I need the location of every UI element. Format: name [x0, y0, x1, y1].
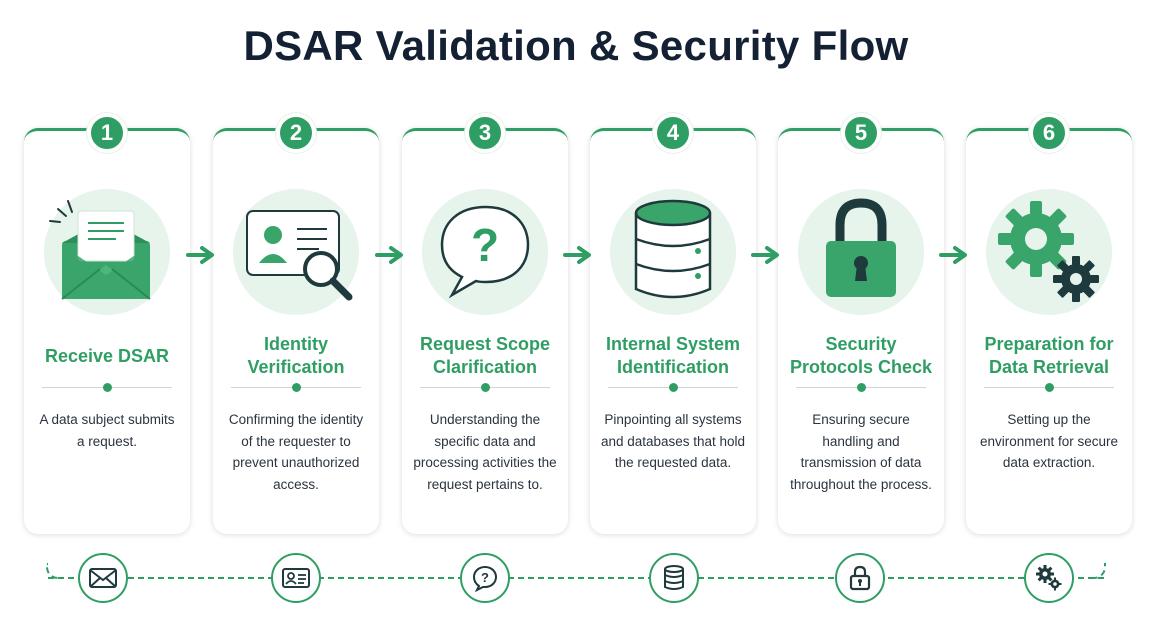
svg-text:?: ? — [471, 219, 499, 271]
step-number-badge: 4 — [653, 113, 693, 153]
step-card-3: 3 ? Request Scope Clarification Understa… — [402, 113, 568, 534]
separator-dot — [292, 383, 301, 392]
step-card-5: 5 Security Protocols Check Ensuring secu… — [778, 113, 944, 534]
database-icon — [610, 189, 736, 315]
step-description: Setting up the environment for secure da… — [979, 412, 1119, 470]
question-bubble-icon: ? — [422, 189, 548, 315]
step-title: Preparation for Data Retrieval — [984, 334, 1114, 377]
timeline-dashed-line — [48, 577, 1104, 579]
step-card-2: 2 Identity Verification Confirming the i… — [213, 113, 379, 534]
arrow-right-icon — [375, 246, 403, 264]
padlock-icon — [835, 553, 885, 603]
step-description: Understanding the specific data and proc… — [413, 412, 557, 492]
gears-icon — [986, 189, 1112, 315]
separator-dot — [669, 383, 678, 392]
padlock-icon — [798, 189, 924, 315]
step-title: Identity Verification — [247, 334, 345, 377]
step-title: Request Scope Clarification — [419, 334, 551, 377]
step-number-badge: 5 — [841, 113, 881, 153]
step-card-4: 4 Internal System Identification Pinpoin… — [590, 113, 756, 534]
id-card-search-icon — [233, 189, 359, 315]
arrow-right-icon — [751, 246, 779, 264]
question-icon: ? — [460, 553, 510, 603]
id-card-icon — [271, 553, 321, 603]
database-icon — [649, 553, 699, 603]
step-number-badge: 6 — [1029, 113, 1069, 153]
arrow-right-icon — [186, 246, 214, 264]
svg-text:?: ? — [481, 570, 489, 585]
step-description: A data subject submits a request. — [39, 412, 175, 449]
timeline: ? — [0, 545, 1152, 615]
step-number-badge: 1 — [87, 113, 127, 153]
step-card-6: 6 — [966, 113, 1132, 534]
step-title: Receive DSAR — [44, 345, 170, 366]
step-description: Confirming the identity of the requester… — [228, 412, 364, 492]
separator-dot — [103, 383, 112, 392]
step-title: Security Protocols Check — [789, 334, 933, 377]
envelope-icon — [78, 553, 128, 603]
separator-dot — [1045, 383, 1054, 392]
separator-dot — [481, 383, 490, 392]
arrow-right-icon — [939, 246, 967, 264]
step-title: Internal System Identification — [605, 334, 741, 377]
separator-dot — [857, 383, 866, 392]
page-title: DSAR Validation & Security Flow — [243, 22, 909, 69]
step-number-badge: 2 — [276, 113, 316, 153]
step-description: Pinpointing all systems and databases th… — [600, 412, 746, 470]
gears-icon — [1024, 553, 1074, 603]
arrow-right-icon — [563, 246, 591, 264]
step-description: Ensuring secure handling and transmissio… — [790, 412, 932, 492]
step-card-1: 1 Receive DSAR A data subject submits a … — [24, 113, 190, 534]
envelope-icon — [44, 189, 170, 315]
step-number-badge: 3 — [465, 113, 505, 153]
